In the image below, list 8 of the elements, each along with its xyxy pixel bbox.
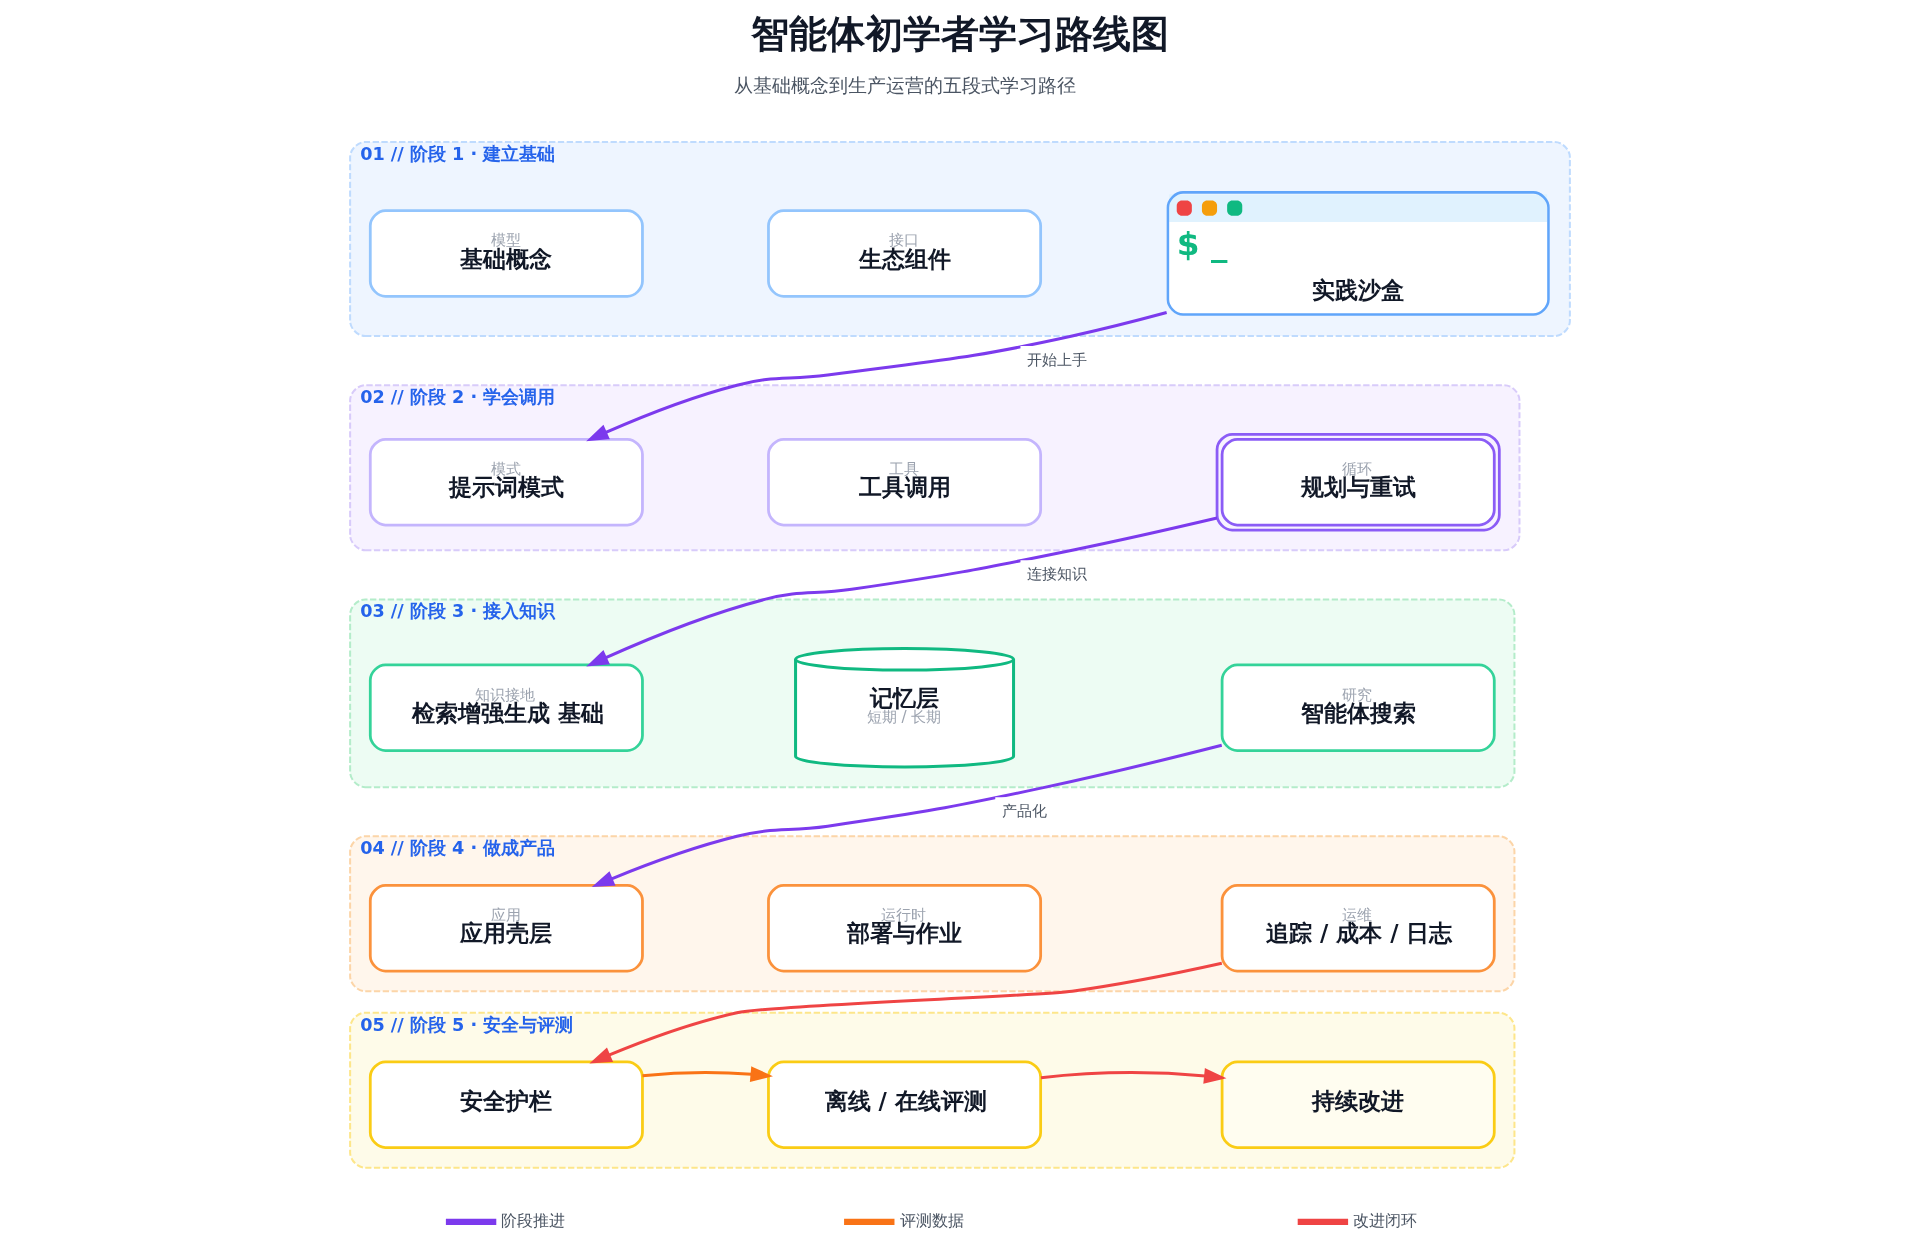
legend-label: 改进闭环 xyxy=(1353,1211,1418,1231)
edge-label: 开始上手 xyxy=(1027,351,1088,370)
legend-label: 阶段推进 xyxy=(501,1211,566,1231)
edge-label: 产品化 xyxy=(1002,802,1048,821)
label: 从基础概念到生产运营的五段式学习路径 xyxy=(733,74,1076,97)
edge-label: 连接知识 xyxy=(1027,565,1088,584)
diagram-title: 智能体初学者学习路线图 xyxy=(751,12,1170,57)
legend-label: 评测数据 xyxy=(899,1211,964,1231)
